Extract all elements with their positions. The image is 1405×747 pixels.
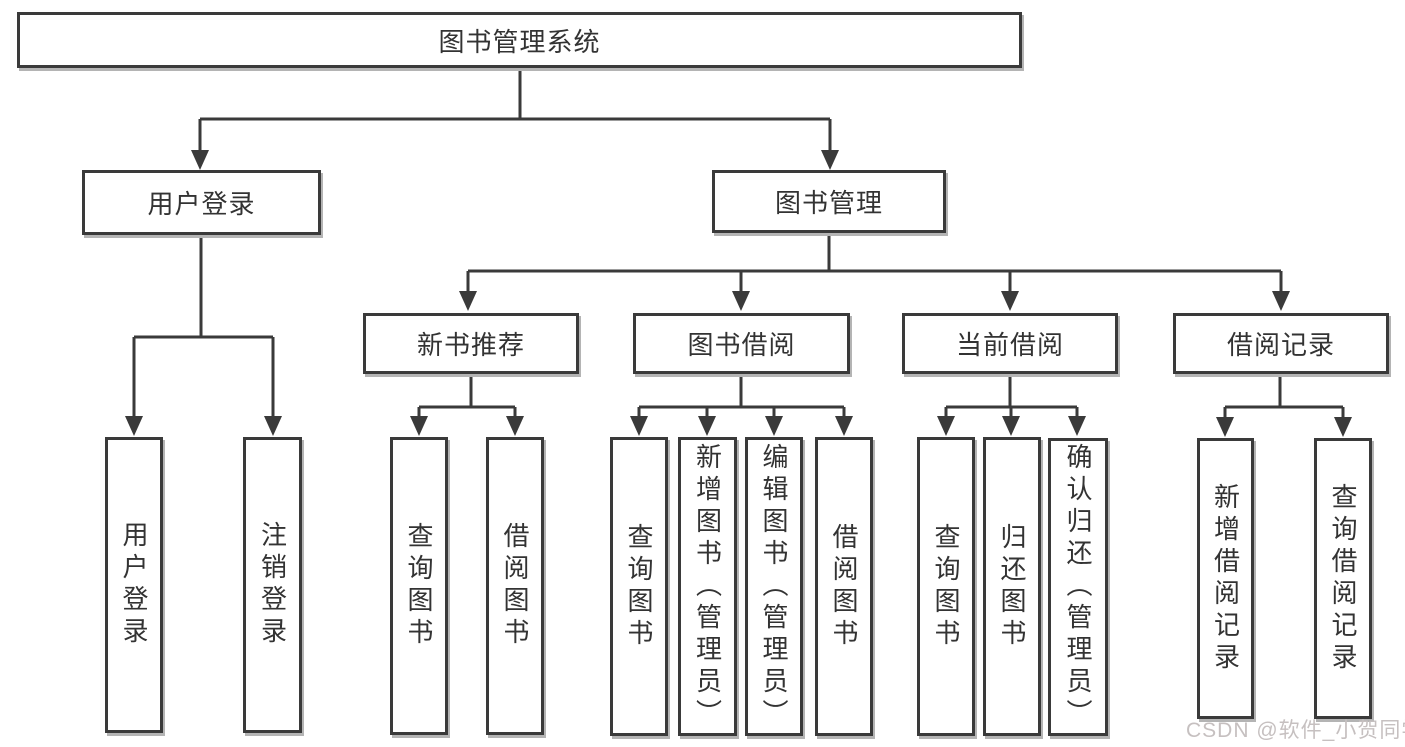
leaf-borrow-books-b-label: 借阅图书 xyxy=(829,522,859,651)
leaf-edit-book-admin: 编辑图书（管理员） xyxy=(745,437,803,736)
arrow-leaf-edit-book xyxy=(765,416,783,436)
arrow-leaf-user-login xyxy=(125,416,143,436)
leaf-query-books-a: 查询图书 xyxy=(390,437,448,735)
node-new-book-recommendation-label: 新书推荐 xyxy=(416,330,525,360)
leaf-return-books: 归还图书 xyxy=(983,437,1041,736)
arrow-leaf-query-books-c xyxy=(937,416,955,436)
edge-book-borrowing-leaves xyxy=(637,374,846,417)
leaf-confirm-return-admin-label: 确认归还（管理员） xyxy=(1063,443,1093,731)
leaf-confirm-return-admin: 确认归还（管理员） xyxy=(1048,438,1108,736)
edge-borrowing-records-leaves xyxy=(1223,374,1345,418)
node-user-login-branch-label: 用户登录 xyxy=(147,189,256,219)
node-current-borrowing: 当前借阅 xyxy=(902,313,1118,374)
node-book-borrowing-label: 图书借阅 xyxy=(687,330,796,360)
leaf-logout-label: 注销登录 xyxy=(257,521,288,649)
leaf-borrow-books-b: 借阅图书 xyxy=(815,437,873,736)
arrow-leaf-logout xyxy=(264,416,282,436)
leaf-query-books-a-label: 查询图书 xyxy=(404,522,434,650)
node-user-login-branch: 用户登录 xyxy=(82,170,321,235)
arrow-leaf-query-books-a xyxy=(410,416,428,436)
arrow-leaf-return-books xyxy=(1002,416,1020,436)
leaf-add-book-admin: 新增图书（管理员） xyxy=(678,437,737,736)
leaf-user-login: 用户登录 xyxy=(105,437,163,733)
leaf-user-login-label: 用户登录 xyxy=(119,521,149,649)
arrow-leaf-confirm-return xyxy=(1068,416,1086,436)
arrow-leaf-add-borrow-record xyxy=(1216,417,1234,437)
leaf-query-books-c: 查询图书 xyxy=(917,437,975,736)
node-new-book-recommendation: 新书推荐 xyxy=(363,313,579,374)
arrow-borrowing-records xyxy=(1272,291,1290,311)
node-book-management-label: 图书管理 xyxy=(774,188,883,218)
arrow-book-management xyxy=(821,150,839,170)
arrow-leaf-query-books-b xyxy=(630,416,648,436)
arrow-leaf-add-book xyxy=(698,416,716,436)
node-borrowing-records: 借阅记录 xyxy=(1173,313,1389,374)
node-book-management: 图书管理 xyxy=(712,170,946,233)
node-root: 图书管理系统 xyxy=(17,12,1022,68)
arrow-book-borrowing xyxy=(732,291,750,311)
leaf-add-book-admin-label: 新增图书（管理员） xyxy=(692,442,723,731)
leaf-add-borrow-record-label: 新增借阅记录 xyxy=(1210,482,1241,675)
node-root-label: 图书管理系统 xyxy=(438,26,601,57)
edge-current-borrowing-leaves xyxy=(944,374,1079,417)
edge-root-to-level1 xyxy=(198,68,832,151)
csdn-watermark: CSDN @软件_小贺同学 xyxy=(1186,719,1405,742)
arrow-user-login-branch xyxy=(191,150,209,170)
edge-user-login-to-leaves xyxy=(132,235,275,416)
leaf-query-borrow-record-label: 查询借阅记录 xyxy=(1328,482,1358,675)
leaf-return-books-label: 归还图书 xyxy=(997,522,1027,651)
node-current-borrowing-label: 当前借阅 xyxy=(955,330,1064,360)
node-borrowing-records-label: 借阅记录 xyxy=(1226,330,1335,360)
edge-new-book-recommendation-leaves xyxy=(417,374,517,417)
leaf-query-borrow-record: 查询借阅记录 xyxy=(1314,438,1372,719)
arrow-leaf-borrow-books-b xyxy=(835,416,853,436)
leaf-query-books-b: 查询图书 xyxy=(610,437,668,736)
leaf-add-borrow-record: 新增借阅记录 xyxy=(1197,438,1254,719)
leaf-query-books-c-label: 查询图书 xyxy=(931,522,961,651)
leaf-query-books-b-label: 查询图书 xyxy=(624,522,654,651)
leaf-edit-book-admin-label: 编辑图书（管理员） xyxy=(759,442,789,731)
leaf-logout: 注销登录 xyxy=(243,437,302,733)
leaf-borrow-books-a: 借阅图书 xyxy=(486,437,544,735)
arrow-leaf-query-borrow-record xyxy=(1334,417,1352,437)
edge-book-management-to-groups xyxy=(466,233,1283,291)
arrow-new-book-recommendation xyxy=(459,291,477,311)
arrow-current-borrowing xyxy=(1001,291,1019,311)
node-book-borrowing: 图书借阅 xyxy=(633,313,850,374)
arrow-leaf-borrow-books-a xyxy=(506,416,524,436)
leaf-borrow-books-a-label: 借阅图书 xyxy=(500,522,530,650)
